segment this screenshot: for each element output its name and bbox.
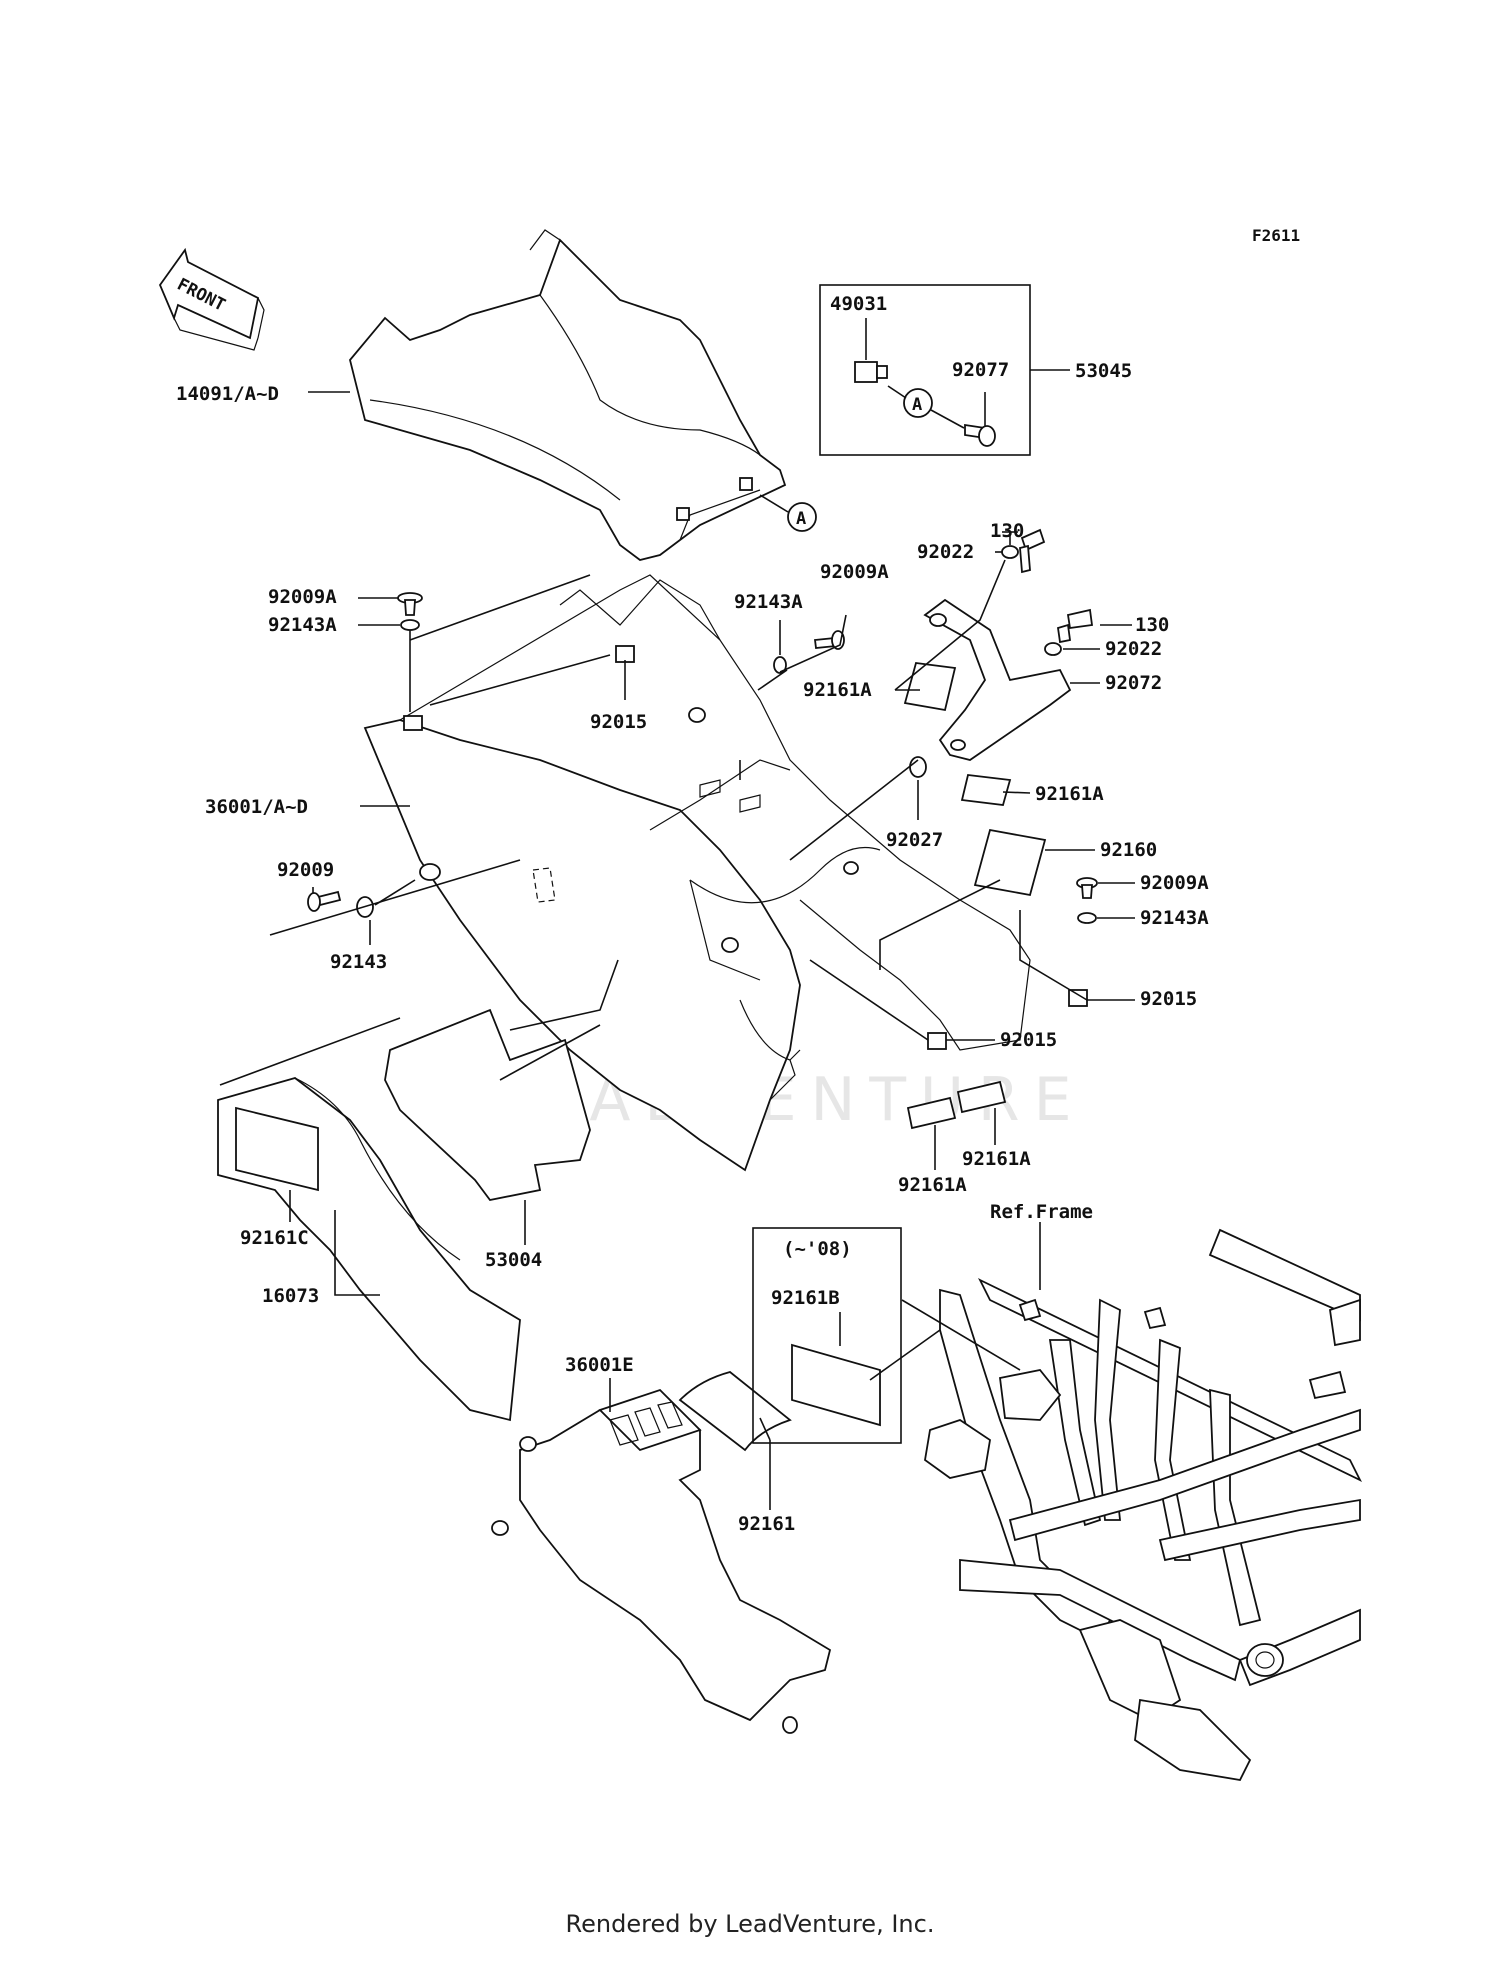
callout-49031: 49031 [830,293,887,315]
callout-92015-upper: 92015 [590,711,647,733]
pad-part-92161b [791,1343,881,1427]
bolt-icon-130-upper [1019,528,1046,574]
callout-92015-right: 92015 [1140,988,1197,1010]
svg-text:A: A [912,395,922,415]
callout-92161: 92161 [738,1513,795,1535]
callout-92072: 92072 [1105,672,1162,694]
pad-part-92161c [235,1106,319,1192]
callout-92009: 92009 [277,859,334,881]
callout-92161a-upper: 92161A [803,679,872,701]
diagram-code: F2611 [1252,226,1300,245]
washer-icon-92022-lower [1044,642,1062,656]
washer-icon-92143a-right [1077,912,1097,924]
screw-icon-92009-left [307,890,342,912]
callout-36001: 36001/A~D [205,796,308,818]
screw-icon-92009a-left [397,592,423,616]
callout-36001e: 36001E [565,1354,634,1376]
nut-icon-92015-right [1068,989,1088,1007]
ref-frame-part [924,1228,1362,1781]
callout-92160: 92160 [1100,839,1157,861]
circle-marker-a-seat: A [787,502,817,532]
callout-92161c: 92161C [240,1227,309,1249]
callout-92161a-lower-left: 92161A [898,1174,967,1196]
callout-92022-upper: 92022 [917,541,974,563]
screw-icon-92009a-right [1076,877,1098,899]
seat-cover-part [349,229,787,561]
pad-part-92161 [678,1371,792,1452]
washer-icon-92143a-mid [773,656,787,674]
callout-92009a-left: 92009A [268,586,337,608]
callout-92161b: 92161B [771,1287,840,1309]
callout-92143a-left: 92143A [268,614,337,636]
callout-53045: 53045 [1075,360,1132,382]
callout-130-lower: 130 [1135,614,1169,636]
front-arrow-icon: FRONT [158,247,265,351]
callout-92009a-right: 92009A [1140,872,1209,894]
callout-92022-lower: 92022 [1105,638,1162,660]
callout-14091: 14091/A~D [176,383,279,405]
washer-icon-92022-upper [1001,545,1019,559]
callout-92027: 92027 [886,829,943,851]
callout-92161a-lower-right: 92161A [962,1148,1031,1170]
pad-part-92161a-upper [903,662,957,712]
pad-part-53004 [384,1008,591,1201]
circle-marker-a-box: A [903,388,933,418]
callout-92143: 92143 [330,951,387,973]
pad-part-92160 [973,828,1047,897]
screw-icon-92009a-mid [813,630,845,650]
pad-part-92161a-lower-left [906,1096,957,1130]
callout-16073: 16073 [262,1285,319,1307]
nut-icon-92015-lower [927,1032,947,1050]
callout-130-upper: 130 [990,520,1024,542]
kit-box-92161b [752,1227,902,1444]
pad-part-92161a-lower-right [956,1080,1007,1114]
callout-92161a-mid: 92161A [1035,783,1104,805]
lower-cover-part-36001e [491,1388,832,1734]
range-note: (~'08) [783,1238,852,1260]
bolt-icon-130-lower [1056,608,1094,644]
footer-credit: Rendered by LeadVenture, Inc. [565,1910,935,1938]
callout-92143a-mid: 92143A [734,591,803,613]
nut-icon-92015-left [403,715,423,731]
nut-icon-92015-upper [615,645,635,663]
callout-92009a-mid: 92009A [820,561,889,583]
washer-icon-92143a-left [400,619,420,631]
pad-part-92161a-mid [960,774,1012,806]
callout-92143a-right: 92143A [1140,907,1209,929]
callout-92077: 92077 [952,359,1009,381]
svg-text:A: A [796,509,806,529]
bolt-part-92077 [964,423,996,447]
callout-92015-lower: 92015 [1000,1029,1057,1051]
callout-53004: 53004 [485,1249,542,1271]
connector-part-49031 [854,361,888,383]
ref-frame-label: Ref.Frame [990,1201,1093,1223]
bracket-part-92072 [923,598,1072,761]
